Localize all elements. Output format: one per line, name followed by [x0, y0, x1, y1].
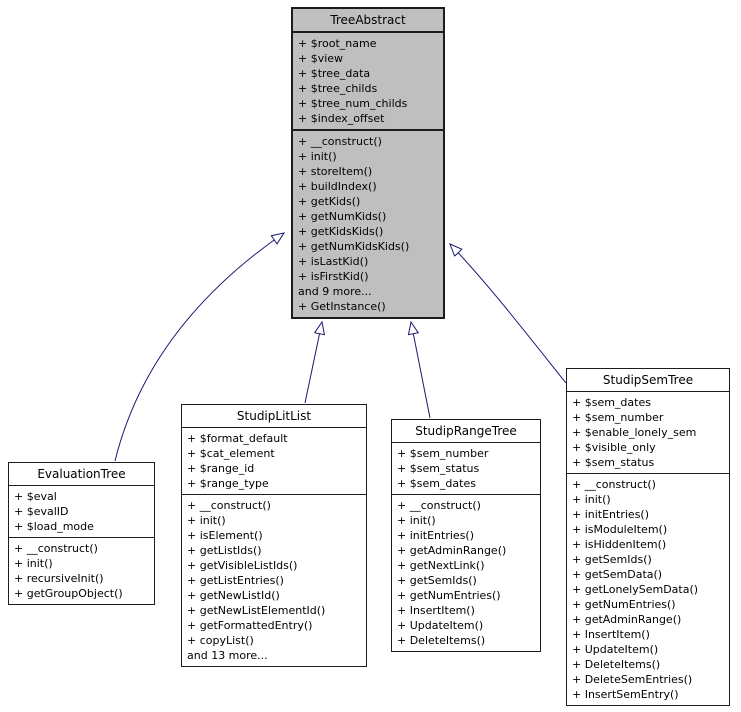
method-row: + UpdateItem() [397, 619, 484, 632]
method-row: + __construct() [298, 135, 382, 148]
method-row: + init() [187, 514, 226, 527]
class-title-studipsemtree[interactable]: StudipSemTree [567, 369, 729, 392]
method-row: + getSemIds() [572, 553, 652, 566]
class-node-studipsemtree[interactable]: StudipSemTree + $sem_dates+ $sem_number+… [566, 368, 730, 706]
method-row: + storeItem() [298, 165, 373, 178]
attribute-row: + $tree_num_childs [298, 97, 408, 110]
method-row: + getKidsKids() [298, 225, 384, 238]
attributes-section-treeabstract: + $root_name + $view + $tree_data + $tree_c… [293, 33, 443, 131]
method-row: + DeleteItems() [397, 634, 486, 647]
method-row: + isLastKid() [298, 255, 369, 268]
method-row: + getAdminRange() [572, 613, 682, 626]
method-row: + getNewListId() [187, 589, 280, 602]
attribute-row: + $sem_status [572, 456, 655, 469]
method-row: + DeleteItems() [572, 658, 661, 671]
method-row: + init() [572, 493, 611, 506]
methods-section-studiprangetree: + __construct() + init() + initEntries() + … [392, 495, 540, 651]
method-row: + __construct() [14, 542, 98, 555]
attribute-row: + $view [298, 52, 344, 65]
methods-section-studiplitlist: + __construct() + init() + isElement() + ge… [182, 495, 366, 666]
method-row: + isFirstKid() [298, 270, 369, 283]
method-row: and 13 more... [187, 649, 268, 662]
inheritance-edge-studiprangetree [411, 322, 431, 419]
method-row: + copyList() [187, 634, 254, 647]
inheritance-edge-studipsemtree [450, 244, 567, 384]
method-row: + getLonelySemData() [572, 583, 699, 596]
attribute-row: + $sem_status [397, 462, 480, 475]
attribute-row: + $index_offset [298, 112, 385, 125]
method-row: and 9 more... [298, 285, 372, 298]
attribute-row: + $sem_dates [572, 396, 651, 409]
method-row: + getGroupObject() [14, 587, 123, 600]
method-row: + getNumKids() [298, 210, 387, 223]
method-row: + buildIndex() [298, 180, 377, 193]
methods-section-treeabstract: + __construct() + init() + storeItem() + bu… [293, 131, 443, 317]
method-row: + getNumEntries() [572, 598, 676, 611]
class-node-studiprangetree[interactable]: StudipRangeTree + $sem_number + $sem_stat… [391, 419, 541, 652]
attribute-row: + $eval [14, 490, 57, 503]
method-row: + init() [397, 514, 436, 527]
class-title-studiprangetree[interactable]: StudipRangeTree [392, 420, 540, 443]
inheritance-edge-studiplitlist [304, 322, 322, 404]
attribute-row: + $root_name [298, 37, 377, 50]
attribute-row: + $range_id [187, 462, 255, 475]
attribute-row: + $load_mode [14, 520, 94, 533]
attribute-row: + $sem_number [397, 447, 489, 460]
class-title-treeabstract[interactable]: TreeAbstract [293, 9, 443, 33]
method-row: + getNumKidsKids() [298, 240, 410, 253]
attribute-row: + $tree_data [298, 67, 371, 80]
methods-section-evaluationtree: + __construct() + init() + recursiveInit()… [9, 538, 154, 604]
attribute-row: + $sem_dates [397, 477, 476, 490]
method-row: + init() [298, 150, 337, 163]
attribute-row: + $evalID [14, 505, 69, 518]
class-title-evaluationtree[interactable]: EvaluationTree [9, 463, 154, 486]
method-row: + getFormattedEntry() [187, 619, 313, 632]
method-row: + getListIds() [187, 544, 262, 557]
method-row: + getNumEntries() [397, 589, 501, 602]
method-row: + __construct() [187, 499, 271, 512]
method-row: + getVisibleListIds() [187, 559, 298, 572]
method-row: + isModuleItem() [572, 523, 668, 536]
attribute-row: + $sem_number [572, 411, 664, 424]
method-row: + UpdateItem() [572, 643, 659, 656]
method-row: + recursiveInit() [14, 572, 104, 585]
method-row: + __construct() [572, 478, 656, 491]
method-row: + getAdminRange() [397, 544, 507, 557]
inheritance-edge-evaluationtree [114, 233, 284, 462]
class-title-studiplitlist[interactable]: StudipLitList [182, 405, 366, 428]
method-row: + initEntries() [572, 508, 650, 521]
method-row: + init() [14, 557, 53, 570]
methods-section-studipsemtree: + __construct() + init() + initEntries() + … [567, 474, 729, 705]
method-row: + getNewListElementId() [187, 604, 326, 617]
method-row: + InsertItem() [397, 604, 475, 617]
method-row: + getSemData() [572, 568, 663, 581]
attributes-section-studiplitlist: + $format_default + $cat_element + $range_… [182, 428, 366, 495]
attributes-section-studipsemtree: + $sem_dates + $sem_number + $enable_lonel… [567, 392, 729, 474]
attribute-row: + $format_default [187, 432, 288, 445]
method-row: + DeleteSemEntries() [572, 673, 693, 686]
class-node-treeabstract[interactable]: TreeAbstract + $root_name + $view + $tree_… [291, 7, 445, 319]
method-row: + initEntries() [397, 529, 475, 542]
class-node-evaluationtree[interactable]: EvaluationTree + $eval + $evalID + $load_m… [8, 462, 155, 605]
attribute-row: + $cat_element [187, 447, 275, 460]
method-row: + getKids() [298, 195, 361, 208]
method-row: + InsertSemEntry() [572, 688, 679, 701]
method-row: + InsertItem() [572, 628, 650, 641]
method-row: + getSemIds() [397, 574, 477, 587]
class-node-studiplitlist[interactable]: StudipLitList + $format_default + $cat_el… [181, 404, 367, 667]
method-row: + isElement() [187, 529, 263, 542]
attributes-section-studiprangetree: + $sem_number + $sem_status + $sem_dates [392, 443, 540, 495]
attribute-row: + $visible_only [572, 441, 656, 454]
method-row: + getNextLink() [397, 559, 485, 572]
attribute-row: + $tree_childs [298, 82, 378, 95]
method-row: + __construct() [397, 499, 481, 512]
attribute-row: + $enable_lonely_sem [572, 426, 697, 439]
method-row: + GetInstance() [298, 300, 386, 313]
attributes-section-evaluationtree: + $eval + $evalID + $load_mode [9, 486, 154, 538]
method-row: + isHiddenItem() [572, 538, 667, 551]
method-row: + getListEntries() [187, 574, 284, 587]
attribute-row: + $range_type [187, 477, 269, 490]
